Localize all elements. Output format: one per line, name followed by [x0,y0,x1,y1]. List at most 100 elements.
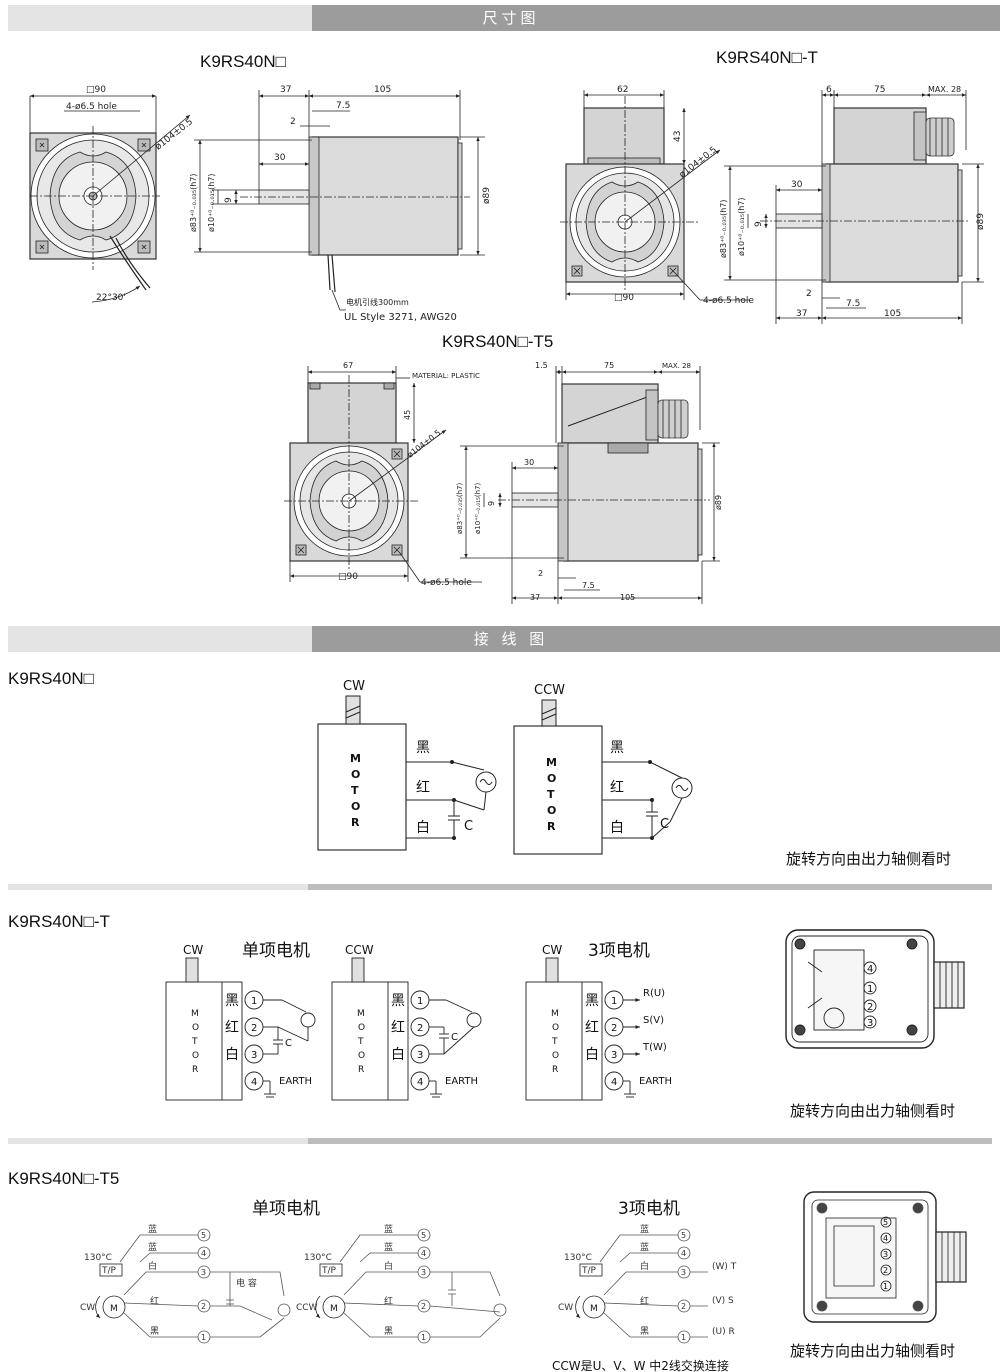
label-ccw: CCW [296,1303,318,1313]
front-view-t [560,90,750,301]
dim-holes-t: 4-ø6.5 hole [703,296,754,306]
motor-symbol: M [590,1304,598,1314]
wire-red: 红 [416,780,430,796]
model-title-t5: K9RS40N□-T5 [442,332,554,351]
wire-red: 红 [225,1020,239,1036]
motor-letter: T [191,1037,198,1047]
dim-89-t5: ø89 [714,495,723,510]
dim-9-t: 9 [754,221,764,227]
motor-symbol: M [110,1304,118,1314]
motor-letter: T [351,784,359,797]
terminal-number: 1 [417,996,423,1007]
dim-37: 37 [280,85,291,95]
section-title-dimensions: 尺寸图 [312,5,1000,31]
rotation-note: 旋转方向由出力轴侧看时 [786,850,952,868]
wire-red: 红 [391,1020,405,1036]
section-band-wiring: 接 线 图 [0,626,1000,652]
earth-label: EARTH [639,1076,672,1087]
wire-white: 白 [225,1047,239,1063]
dim-holes: 4-ø6.5 hole [66,102,117,112]
motor-letter: O [358,1023,365,1033]
terminal-number: 3 [867,1018,873,1029]
dim-7-5-t5: 7.5 [582,581,595,590]
section-band-dimensions: 尺寸图 [0,5,1000,31]
terminal-number: 4 [883,1234,888,1243]
wire-black: 黑 [416,740,430,756]
terminal-number: 2 [201,1302,206,1311]
motor-letter: O [547,772,556,785]
wiring-t [165,929,965,1101]
dim-105-t5: 105 [620,593,635,602]
wire-red: 红 [384,1295,393,1307]
thermal-temp: 130°C [84,1253,112,1263]
dim-89: ø89 [482,187,492,204]
dim-2: 2 [290,117,296,127]
wire-black: 黑 [384,1326,393,1337]
terminal-number: 3 [201,1268,206,1277]
dim-37-t5: 37 [530,593,540,602]
terminal-number: 3 [421,1268,426,1277]
dim-angle: 22°30' [96,293,126,303]
dim-9: 9 [224,197,234,203]
cap-label: C [285,1038,292,1049]
thermal-tp: T/P [321,1266,337,1276]
earth-label: EARTH [279,1076,312,1087]
motor-letter: M [551,1009,559,1019]
dim-10-t: ø10⁺⁰₋₀.₀₁₅(h7) [737,198,746,257]
dim-75: 75 [874,85,885,95]
terminal-number: 2 [883,1266,888,1275]
dim-10-t5: ø10⁺⁰₋₀.₀₁₅(h7) [474,483,482,534]
dim-10: ø10⁺⁰₋₀.₀₁₅(h7) [207,174,216,233]
wire-red: 红 [610,780,624,796]
motor-symbol: M [330,1304,338,1314]
motor-letter: O [547,804,556,817]
single-phase-title: 单项电机 [242,941,310,961]
label-cw: CW [343,679,365,694]
terminal-number: 1 [867,984,873,995]
dim-45: 45 [403,410,412,420]
terminal-number: 4 [681,1249,686,1258]
motor-letter: M [357,1009,365,1019]
dim-37-t: 37 [796,309,807,319]
wire-white: 白 [148,1260,157,1272]
side-view-t5 [460,366,720,604]
terminal-number: 3 [251,1050,257,1061]
motor-letter: T [547,788,555,801]
phase-t: T(W) [642,1042,667,1053]
dim-67: 67 [343,361,353,370]
thermal-tp: T/P [581,1266,597,1276]
dim-62: 62 [617,85,628,95]
capacitor-label: 电 容 [236,1277,257,1289]
terminal-number: 1 [681,1333,686,1342]
dim-2-t: 2 [806,289,812,299]
thermal-tp: T/P [101,1266,117,1276]
dim-75-t5: 75 [604,361,614,370]
motor-letter: O [192,1051,199,1061]
phase-ur: (U) R [712,1327,735,1337]
cap-label: C [464,819,473,834]
separator [8,1138,992,1144]
wire-red: 红 [150,1295,159,1307]
terminal-number: 1 [201,1333,206,1342]
lead-length: 电机引线300mm [346,297,409,307]
motor-letter: O [552,1051,559,1061]
terminal-number: 2 [417,1023,423,1034]
front-view-t5 [284,366,482,583]
dim-holes-t5: 4-ø6.5 hole [421,578,472,588]
terminal-number: 2 [251,1023,257,1034]
wire-black: 黑 [640,1326,649,1337]
dim-pcd: ø104±0.5 [154,117,195,152]
dim-83: ø83⁺⁰₋₀.₀₃₅(h7) [189,174,198,233]
dim-7-5-t: 7.5 [846,299,860,309]
terminal-number: 3 [681,1268,686,1277]
motor-letter: M [350,752,361,765]
wire-black: 黑 [150,1326,159,1337]
wire-blue: 蓝 [640,1241,649,1253]
label-cw: CW [558,1303,573,1313]
terminal-number: 5 [681,1231,686,1240]
terminal-number: 5 [201,1231,206,1240]
phase-s: S(V) [643,1015,664,1026]
label-cw: CW [80,1303,95,1313]
terminal-number: 3 [883,1250,888,1259]
wire-black: 黑 [585,993,599,1009]
